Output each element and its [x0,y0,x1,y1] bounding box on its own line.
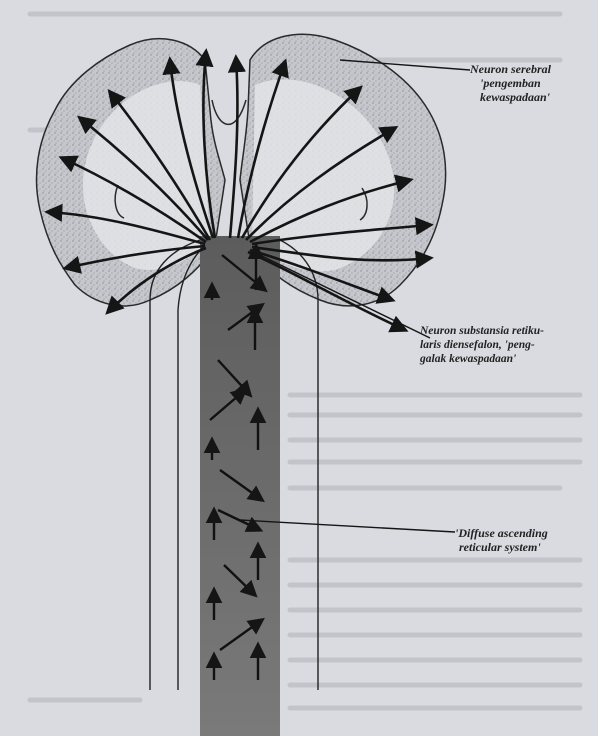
cerebral-neurons-label-line-1: Neuron serebral [470,62,551,76]
diffuse-system-label: 'Diffuse ascending reticular system' [455,526,548,554]
reticular-neurons-label-line-1: Neuron substansia retiku- [420,324,544,338]
cerebral-neurons-label: Neuron serebral 'pengemban kewaspadaan' [470,62,551,104]
reticular-neurons-label: Neuron substansia retiku- laris diensefa… [420,324,544,366]
reticular-neurons-label-line-3: galak kewaspadaan' [420,352,544,366]
cerebral-neurons-label-line-2: 'pengemban [470,76,551,90]
reticular-column [200,236,280,736]
cerebral-neurons-label-line-3: kewaspadaan' [470,90,551,104]
diffuse-system-label-line-2: reticular system' [455,540,548,554]
diffuse-system-label-line-1: 'Diffuse ascending [455,526,548,540]
reticular-neurons-label-line-2: laris diensefalon, 'peng- [420,338,544,352]
